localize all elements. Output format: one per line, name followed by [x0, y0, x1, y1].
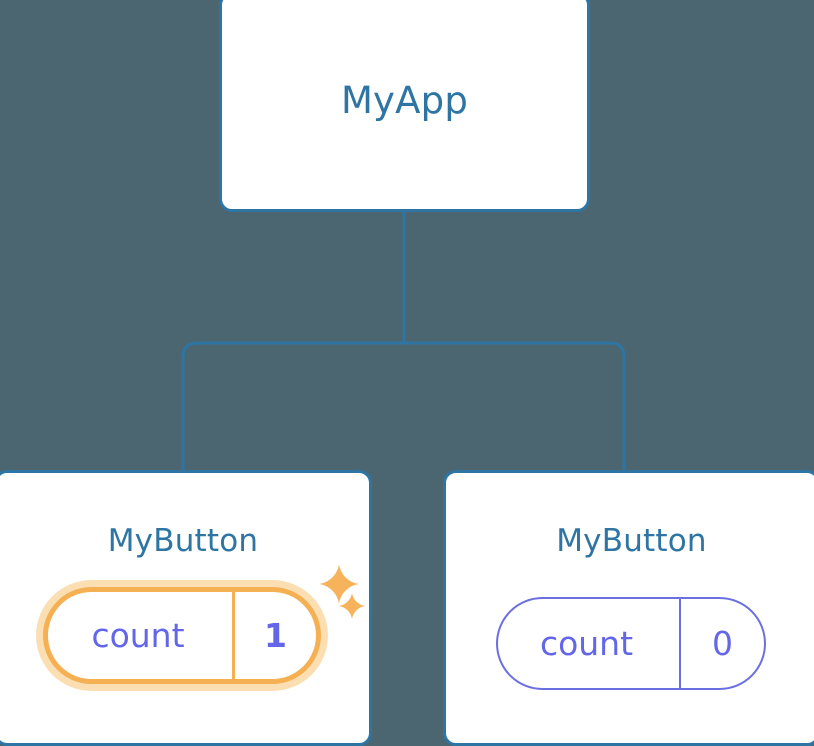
node-myapp-title: MyApp	[340, 79, 469, 122]
state-pill-1[interactable]: count 1	[43, 587, 321, 684]
state-pill-2-key: count	[498, 599, 681, 688]
node-myapp[interactable]: MyApp	[219, 0, 590, 212]
state-pill-1-wrapper: count 1	[36, 580, 328, 691]
state-pill-1-key: count	[48, 592, 235, 679]
state-pill-1-value: 1	[264, 616, 287, 655]
node-mybutton-1-title: MyButton	[107, 523, 259, 559]
state-pill-2-value: 0	[712, 624, 733, 663]
state-pill-2[interactable]: count 0	[496, 597, 766, 690]
node-mybutton-2-title: MyButton	[556, 523, 707, 559]
node-mybutton-1[interactable]: MyButton count 1	[0, 470, 372, 746]
node-mybutton-2[interactable]: MyButton count 0	[443, 470, 814, 746]
connector-rail	[181, 341, 626, 470]
